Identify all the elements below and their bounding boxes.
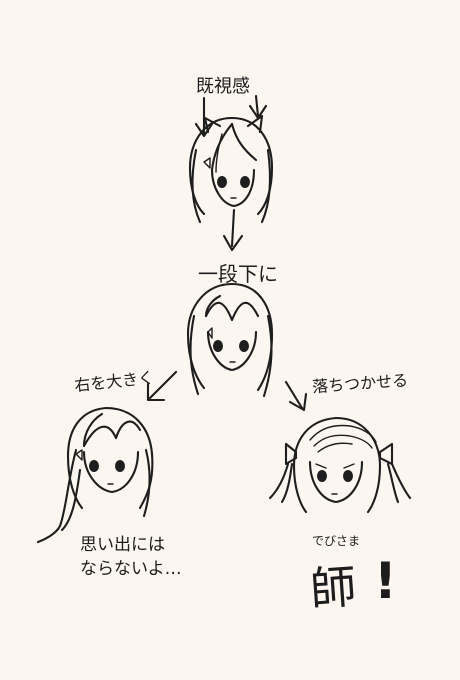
arrow-left-diagonal (146, 370, 178, 402)
top-right-arrow (248, 94, 268, 120)
label-middle: 一段下に (198, 262, 278, 286)
caption-left-line1: 思い出には (80, 535, 165, 555)
label-top: 既視感 (196, 76, 250, 97)
head-top (188, 114, 274, 224)
ruby-devisama: でびさま (312, 534, 361, 548)
arrow-right-diagonal (284, 380, 308, 412)
arrow-down-middle (222, 208, 244, 252)
caption-left-line2: ならないよ… (80, 559, 182, 579)
head-bottom-right (268, 416, 412, 514)
big-exclaim: ! (374, 552, 397, 610)
head-middle (186, 282, 274, 398)
big-shi: 師 (308, 559, 359, 617)
head-bottom-left (36, 406, 154, 544)
